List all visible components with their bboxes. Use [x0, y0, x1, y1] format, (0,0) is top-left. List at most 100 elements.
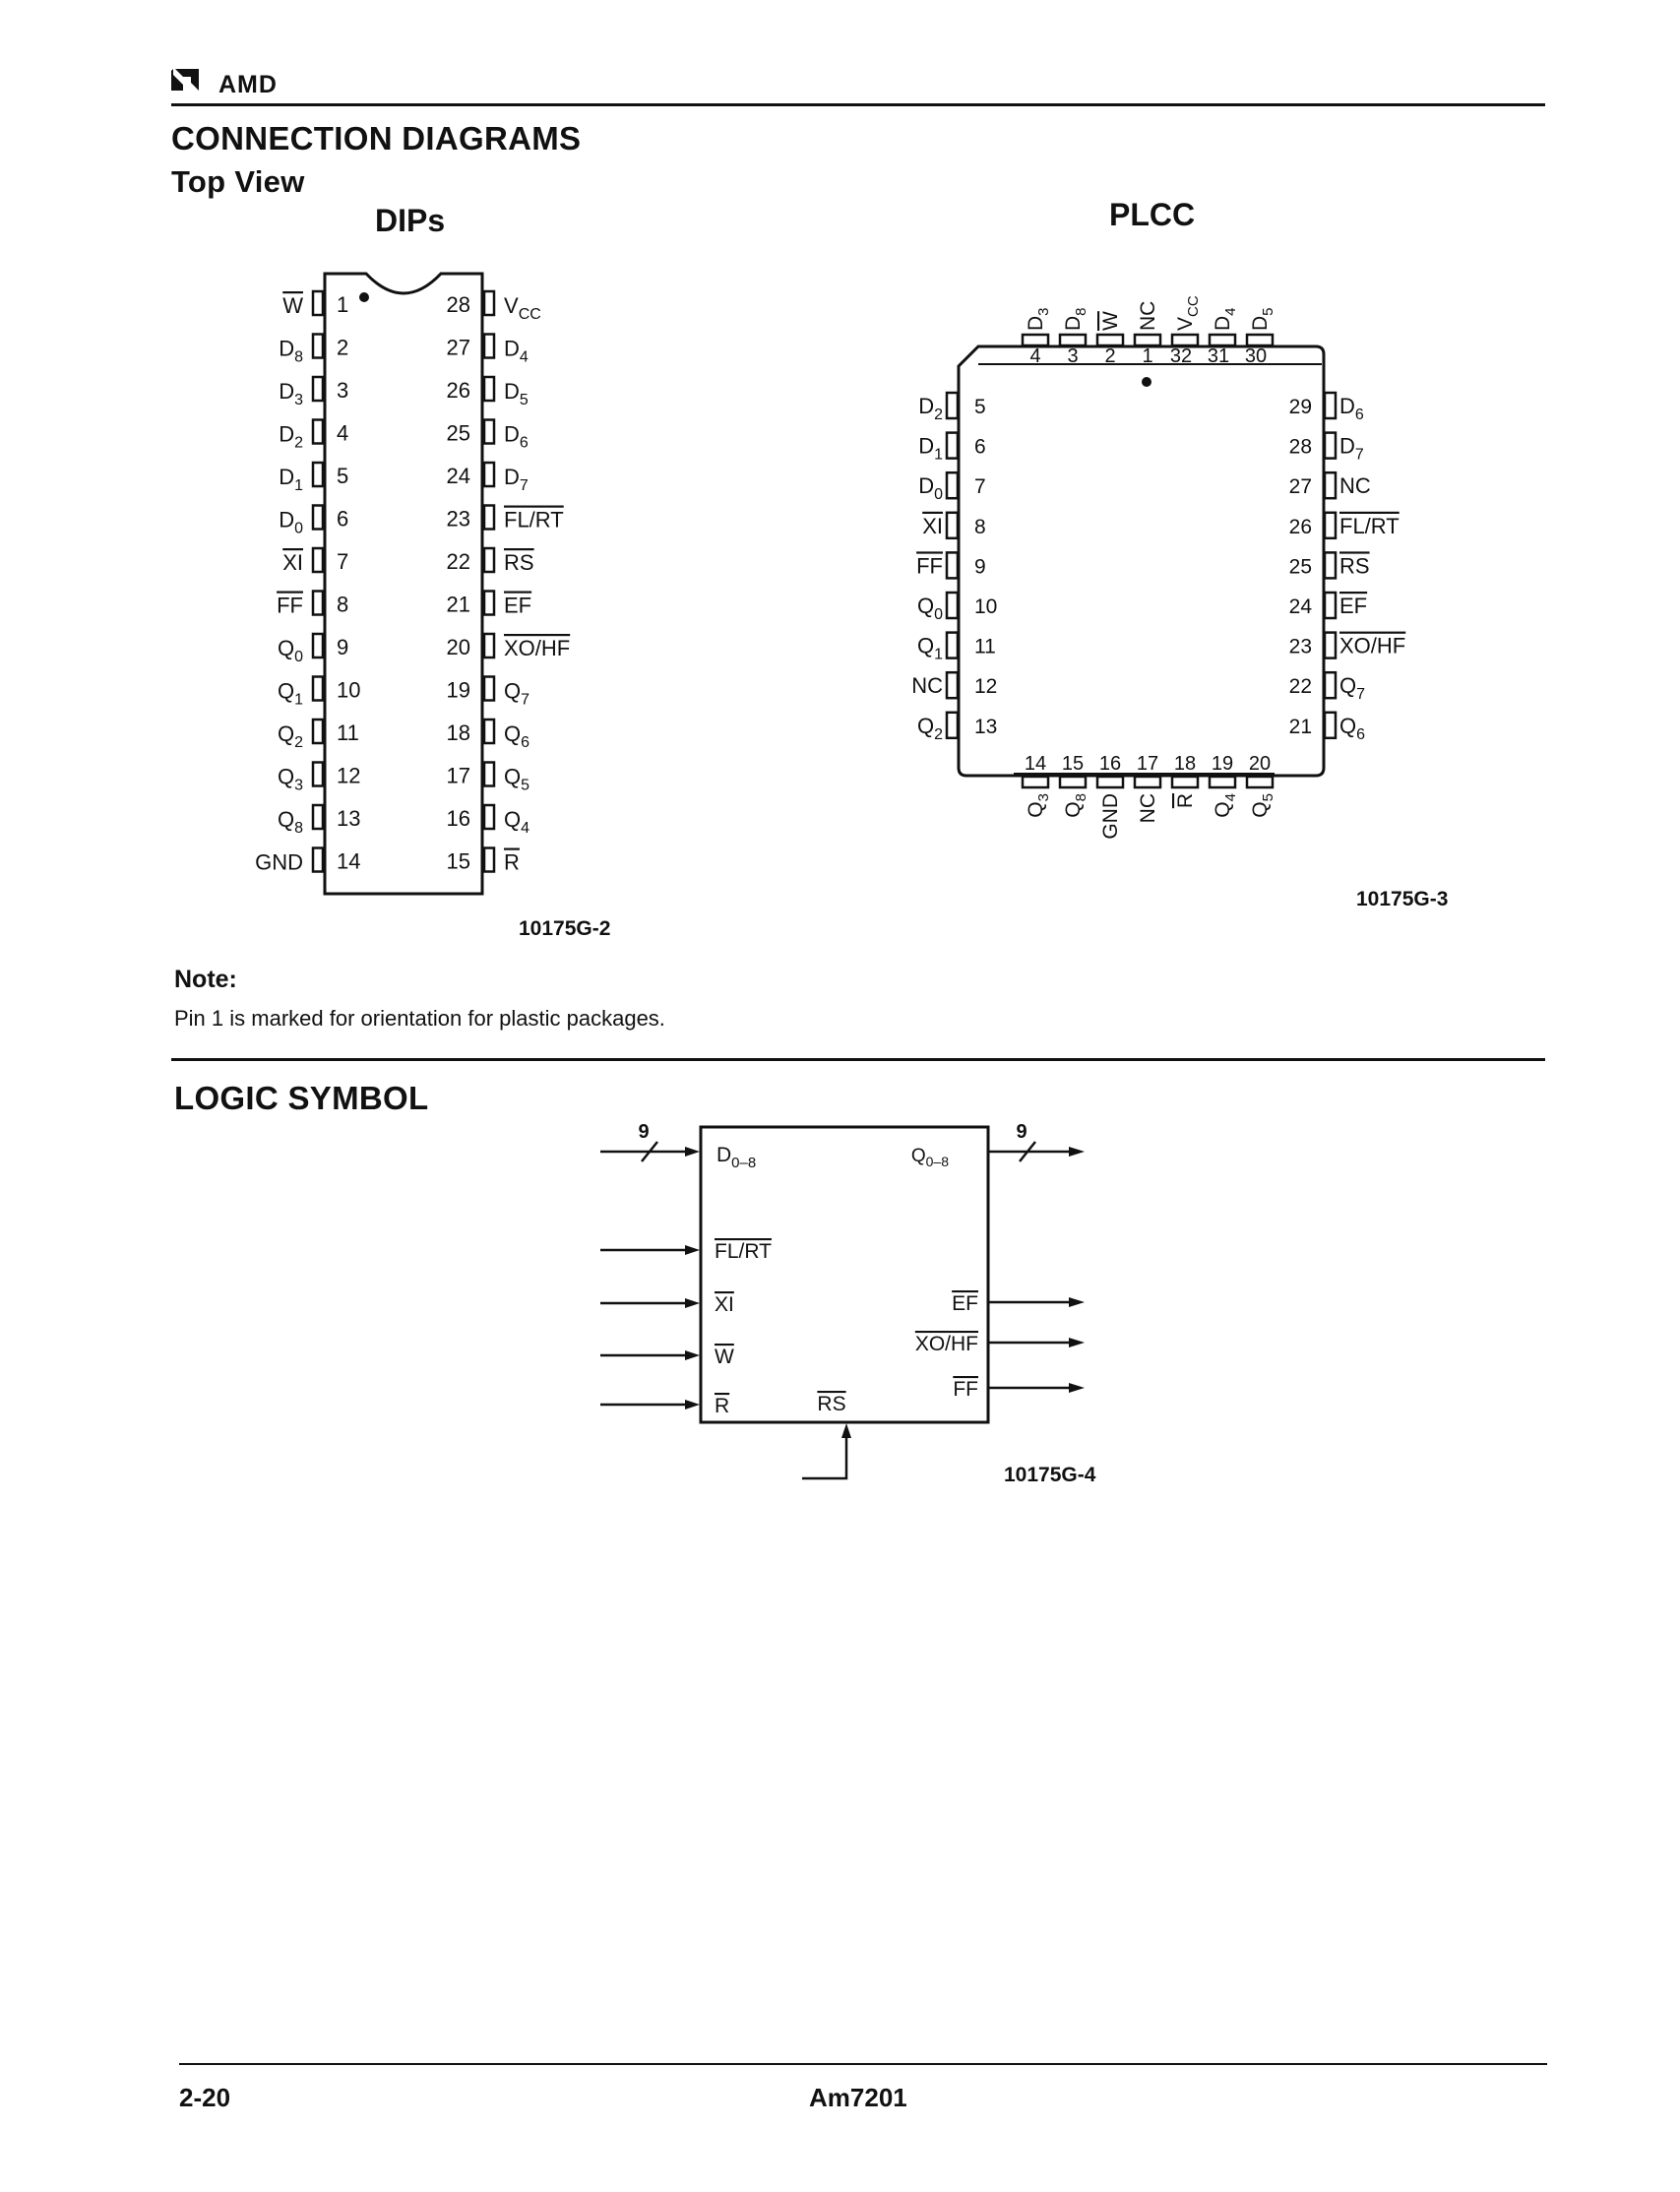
- plcc-pin-label-q5: Q5: [1249, 793, 1276, 818]
- dip-pin-label-gnd: GND: [255, 850, 303, 875]
- plcc-pin-label-q8: Q8: [1062, 793, 1089, 818]
- dip-pin-number: 5: [337, 464, 348, 488]
- dip-figure-id: 10175G-2: [519, 917, 611, 940]
- dip-pin-number: 12: [337, 764, 360, 788]
- plcc-pin-label-d5: D5: [1249, 307, 1276, 331]
- plcc-pin-label-nc: NC: [911, 673, 943, 698]
- dip-pin-number: 27: [447, 336, 470, 360]
- plcc-pin-number: 25: [1289, 555, 1312, 578]
- plcc-pin-number: 15: [1062, 753, 1084, 775]
- pin1-marker-icon: [359, 292, 369, 302]
- logic-input-xi-label: XI: [715, 1293, 734, 1316]
- logic-block: [699, 1125, 990, 1424]
- plcc-pin-number: 21: [1289, 716, 1312, 738]
- dip-title: DIPs: [375, 203, 446, 238]
- plcc-pin-4: [1021, 333, 1050, 347]
- section-title-logic-symbol: LOGIC SYMBOL: [174, 1080, 429, 1116]
- plcc-pin-22: [1323, 670, 1338, 700]
- dip-pin-17: [482, 761, 496, 787]
- arrow-right-icon: [1069, 1383, 1085, 1393]
- arrow-right-icon: [1069, 1297, 1085, 1307]
- logic-output-q-label: Q0–8: [911, 1146, 949, 1169]
- dip-pin-18: [482, 718, 496, 745]
- dip-pin-21: [482, 590, 496, 616]
- dip-pin-number: 17: [447, 764, 470, 788]
- plcc-pin-6: [945, 431, 960, 460]
- plcc-pin-2: [1095, 333, 1125, 347]
- dip-pin-27: [482, 333, 496, 359]
- dip-pin-number: 4: [337, 421, 348, 446]
- dip-pin-label-d5: D5: [504, 379, 529, 408]
- plcc-pin-27: [1323, 470, 1338, 500]
- dip-pin-label-d8: D8: [279, 337, 303, 366]
- dip-pin-label-r: R: [504, 850, 520, 875]
- dip-pin-number: 19: [447, 678, 470, 703]
- plcc-pin-label-q3: Q3: [1025, 793, 1052, 818]
- plcc-pin-label-nc: NC: [1137, 301, 1159, 331]
- logic-output-ff-label: FF: [953, 1378, 978, 1401]
- plcc-pin-number: 10: [974, 595, 997, 618]
- dip-pin-number: 8: [337, 593, 348, 617]
- bus-width-label: 9: [638, 1121, 649, 1143]
- dip-pin-label-ef: EF: [504, 594, 531, 618]
- logic-output-ef-label: EF: [952, 1292, 978, 1315]
- dip-pin-label-q5: Q5: [504, 765, 529, 794]
- dip-body: [323, 272, 484, 896]
- plcc-pin-12: [945, 670, 960, 700]
- plcc-pin-number: 20: [1249, 753, 1271, 775]
- plcc-pin-number: 29: [1289, 396, 1312, 418]
- plcc-pin-number: 18: [1174, 753, 1196, 775]
- brand-name: AMD: [218, 71, 278, 98]
- dip-pin-label-d7: D7: [504, 465, 529, 494]
- dip-pin-20: [482, 632, 496, 659]
- plcc-pin-17: [1133, 775, 1162, 789]
- dip-pin-label-w: W: [282, 293, 303, 318]
- dip-pin-26: [482, 375, 496, 403]
- pin1-marker-icon: [1142, 377, 1151, 387]
- dip-pin-label-vcc: VCC: [504, 293, 541, 323]
- plcc-pin-number: 2: [1104, 345, 1115, 367]
- plcc-pin-number: 26: [1289, 516, 1312, 538]
- plcc-pin-number: 5: [974, 396, 986, 418]
- dip-pin-14: [311, 846, 325, 873]
- dip-pin-23: [482, 504, 496, 531]
- dip-pin-number: 3: [337, 378, 348, 403]
- dip-pin-label-xo-hf: XO/HF: [504, 636, 570, 660]
- plcc-pin-label-vcc: VCC: [1174, 295, 1202, 331]
- plcc-pin-30: [1245, 333, 1275, 347]
- logic-input-d-label: D0–8: [716, 1144, 756, 1171]
- plcc-pin-number: 6: [974, 436, 986, 459]
- plcc-pin-3: [1058, 333, 1088, 347]
- dip-pin-8: [311, 590, 325, 616]
- logic-input-r-label: R: [715, 1395, 729, 1417]
- arrow-right-icon: [685, 1350, 700, 1360]
- plcc-pin-number: 4: [1029, 345, 1040, 367]
- plcc-pin-11: [945, 631, 960, 659]
- plcc-pin-number: 12: [974, 675, 997, 698]
- dip-pin-number: 21: [447, 593, 470, 617]
- dip-pin-4: [311, 418, 325, 445]
- dip-pin-number: 23: [447, 507, 470, 532]
- dip-pin-10: [311, 675, 325, 702]
- dip-pin-number: 10: [337, 678, 360, 703]
- arrow-right-icon: [685, 1298, 700, 1308]
- dip-pin-label-fl-rt: FL/RT: [504, 508, 564, 532]
- header-rule: [171, 103, 1545, 106]
- dip-pin-5: [311, 461, 325, 488]
- bus-slash-icon: [1019, 1141, 1036, 1162]
- section-divider-rule: [171, 1058, 1545, 1061]
- plcc-pin-number: 11: [974, 636, 996, 658]
- dip-pin-label-ff: FF: [277, 594, 303, 618]
- plcc-pin-label-d6: D6: [1339, 394, 1364, 423]
- plcc-pin-number: 22: [1289, 675, 1312, 698]
- dip-pin-number: 22: [447, 549, 470, 574]
- dip-pin-number: 26: [447, 378, 470, 403]
- plcc-pin-24: [1323, 591, 1338, 620]
- dip-pin-number: 6: [337, 507, 348, 532]
- logic-input-w-label: W: [715, 1346, 734, 1368]
- arrow-right-icon: [1069, 1338, 1085, 1347]
- dip-pin-number: 14: [337, 849, 360, 874]
- plcc-pin-number: 30: [1245, 345, 1267, 367]
- dip-pin-number: 7: [337, 549, 348, 574]
